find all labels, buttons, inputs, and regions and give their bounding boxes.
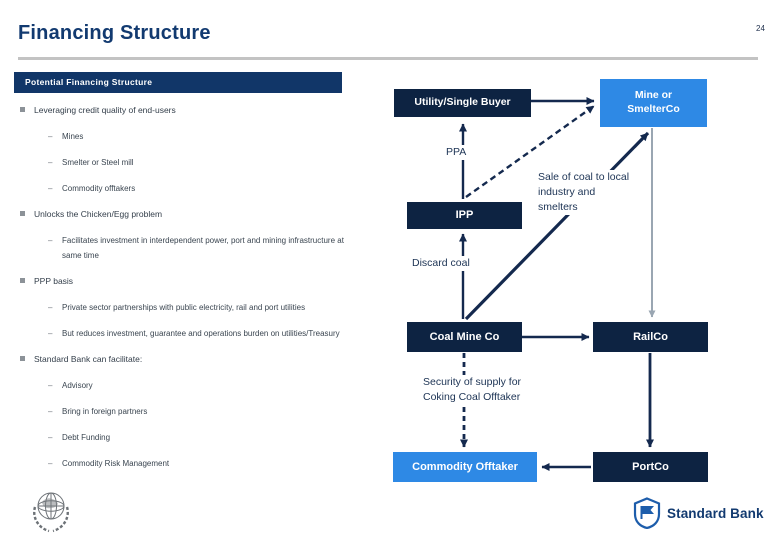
standard-bank-logo-text: Standard Bank	[667, 505, 764, 521]
standard-bank-logo: Standard Bank	[633, 496, 764, 530]
node-portco: PortCo	[593, 452, 708, 482]
node-label: PortCo	[632, 460, 669, 473]
list-item-text: Commodity Risk Management	[62, 459, 170, 468]
node-coal-mine-co: Coal Mine Co	[407, 322, 522, 352]
page-number: 24	[756, 24, 765, 33]
section-header: Potential Financing Structure	[14, 72, 342, 93]
node-label: Utility/Single Buyer	[414, 96, 511, 109]
list-item: Leveraging credit quality of end-users	[20, 103, 372, 118]
list-item-text: Leveraging credit quality of end-users	[34, 105, 176, 115]
label-discard-coal: Discard coal	[410, 256, 472, 271]
label-sale-of-coal: Sale of coal to local industry and smelt…	[536, 170, 638, 215]
list-item: Bring in foreign partners	[20, 404, 372, 419]
list-item: Facilitates investment in interdependent…	[20, 233, 372, 263]
list-item-text: Advisory	[62, 381, 93, 390]
list-item-text: Private sector partnerships with public …	[62, 303, 306, 312]
label-security-of-supply: Security of supply for Coking Coal Offta…	[421, 375, 547, 405]
node-commodity-offtaker: Commodity Offtaker	[393, 452, 537, 482]
node-railco: RailCo	[593, 322, 708, 352]
list-item: Private sector partnerships with public …	[20, 300, 372, 315]
un-emblem-icon	[33, 492, 69, 533]
node-label: Coal Mine Co	[429, 330, 500, 343]
list-item-text: Debt Funding	[62, 433, 111, 442]
list-item-text: PPP basis	[34, 276, 74, 286]
list-item-text: Standard Bank can facilitate:	[34, 354, 143, 364]
node-label: Commodity Offtaker	[412, 460, 518, 473]
list-item-text: Bring in foreign partners	[62, 407, 148, 416]
bullet-square-icon	[20, 356, 25, 361]
node-label: Mine or SmelterCo	[627, 89, 680, 115]
bullet-square-icon	[20, 278, 25, 283]
node-ipp: IPP	[407, 202, 522, 229]
page-title: Financing Structure	[18, 22, 211, 44]
list-item: Mines	[20, 129, 372, 144]
section-header-label: Potential Financing Structure	[25, 77, 153, 87]
node-mine-or-smelterco: Mine or SmelterCo	[600, 79, 707, 127]
node-utility-single-buyer: Utility/Single Buyer	[394, 89, 531, 117]
list-item-text: Unlocks the Chicken/Egg problem	[34, 209, 163, 219]
list-item: Commodity Risk Management	[20, 456, 372, 471]
bullet-list: Leveraging credit quality of end-users M…	[20, 103, 372, 482]
bullet-square-icon	[20, 211, 25, 216]
list-item-text: Smelter or Steel mill	[62, 158, 134, 167]
list-item: Debt Funding	[20, 430, 372, 445]
list-item: Commodity offtakers	[20, 181, 372, 196]
title-divider	[18, 57, 758, 60]
node-label: IPP	[455, 209, 474, 222]
list-item: Smelter or Steel mill	[20, 155, 372, 170]
list-item-text: Commodity offtakers	[62, 184, 136, 193]
bullet-square-icon	[20, 107, 25, 112]
list-item: But reduces investment, guarantee and op…	[20, 326, 372, 341]
list-item: Unlocks the Chicken/Egg problem	[20, 207, 372, 222]
list-item-text: Mines	[62, 132, 84, 141]
list-item: PPP basis	[20, 274, 372, 289]
node-label: RailCo	[633, 330, 668, 343]
list-item: Standard Bank can facilitate:	[20, 352, 372, 367]
standard-bank-shield-icon	[633, 497, 661, 529]
list-item: Advisory	[20, 378, 372, 393]
list-item-text: Facilitates investment in interdependent…	[62, 236, 344, 260]
list-item-text: But reduces investment, guarantee and op…	[62, 329, 340, 338]
label-ppa: PPA	[444, 145, 469, 160]
